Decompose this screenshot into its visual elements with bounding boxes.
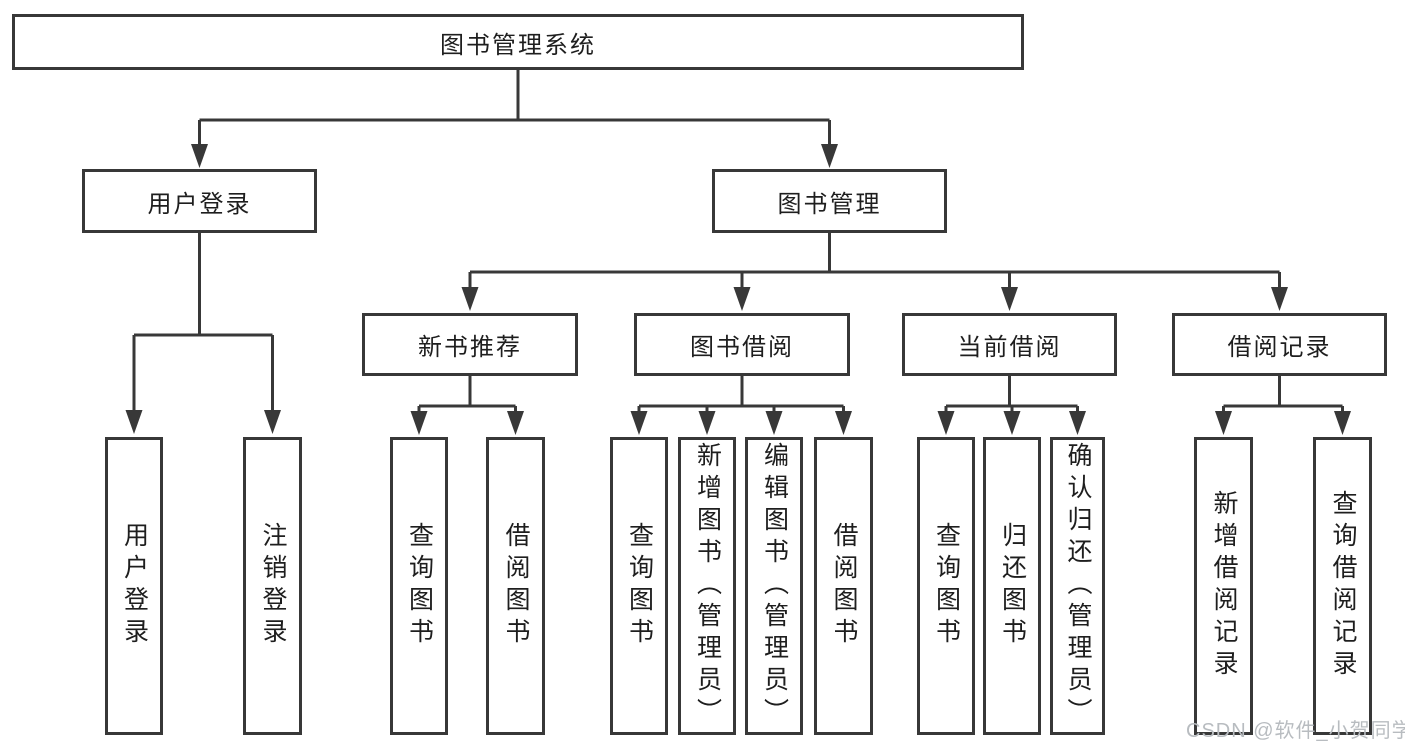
node-borrowing-records: 借阅记录 [1172, 313, 1387, 376]
connector-root-to-level2 [198, 70, 831, 146]
arrowhead-icon [835, 411, 852, 435]
node-new-book-recommend: 新书推荐 [362, 313, 578, 376]
arrowhead-icon [1271, 287, 1288, 311]
leaf-logout: 注销登录 [243, 437, 302, 735]
leaf-current-confirm-return-admin: 确认归还（管理员） [1050, 437, 1105, 735]
node-book-borrowing: 图书借阅 [634, 313, 850, 376]
arrowhead-icon [821, 144, 838, 168]
arrowhead-icon [937, 411, 955, 435]
leaf-user-login: 用户登录 [105, 437, 163, 735]
connector-book-borrowing-group [637, 376, 845, 413]
arrowhead-icon [507, 411, 524, 435]
csdn-watermark: CSDN @软件_小贺同学 [1186, 720, 1405, 742]
leaf-records-add-record: 新增借阅记录 [1194, 437, 1253, 735]
connector-current-borrowing-group [944, 376, 1079, 413]
connector-user-login-group [132, 232, 274, 412]
leaf-current-query-book: 查询图书 [917, 437, 975, 735]
arrowhead-icon [1215, 411, 1232, 435]
arrowhead-icon [1001, 287, 1018, 311]
leaf-borrowing-edit-book-admin: 编辑图书（管理员） [745, 437, 803, 735]
arrowhead-icon [264, 410, 281, 434]
leaf-borrowing-query-book: 查询图书 [610, 437, 668, 735]
leaf-records-query-record: 查询借阅记录 [1313, 437, 1372, 735]
node-root: 图书管理系统 [12, 14, 1024, 70]
arrowhead-icon [461, 287, 479, 311]
arrowhead-icon [698, 411, 716, 435]
node-current-borrowing: 当前借阅 [902, 313, 1117, 376]
node-book-management: 图书管理 [712, 169, 947, 233]
leaf-recommend-borrow-book: 借阅图书 [486, 437, 545, 735]
arrowhead-icon [410, 411, 428, 435]
arrowhead-icon [733, 287, 751, 311]
leaf-current-return-book: 归还图书 [983, 437, 1041, 735]
connector-borrowing-records-group [1222, 376, 1344, 413]
arrowhead-icon [1334, 411, 1351, 435]
connector-new-book-recommend-group [417, 376, 517, 413]
connector-book-management-to-level3 [468, 233, 1281, 288]
leaf-borrowing-add-book-admin: 新增图书（管理员） [678, 437, 736, 735]
arrowhead-icon [1003, 411, 1021, 435]
arrowhead-icon [765, 411, 783, 435]
arrowhead-icon [191, 144, 208, 168]
arrowhead-icon [630, 411, 648, 435]
arrowhead-icon [125, 410, 143, 434]
leaf-recommend-query-book: 查询图书 [390, 437, 448, 735]
arrowhead-icon [1069, 411, 1086, 435]
leaf-borrowing-borrow-book: 借阅图书 [814, 437, 873, 735]
node-user-login: 用户登录 [82, 169, 317, 233]
